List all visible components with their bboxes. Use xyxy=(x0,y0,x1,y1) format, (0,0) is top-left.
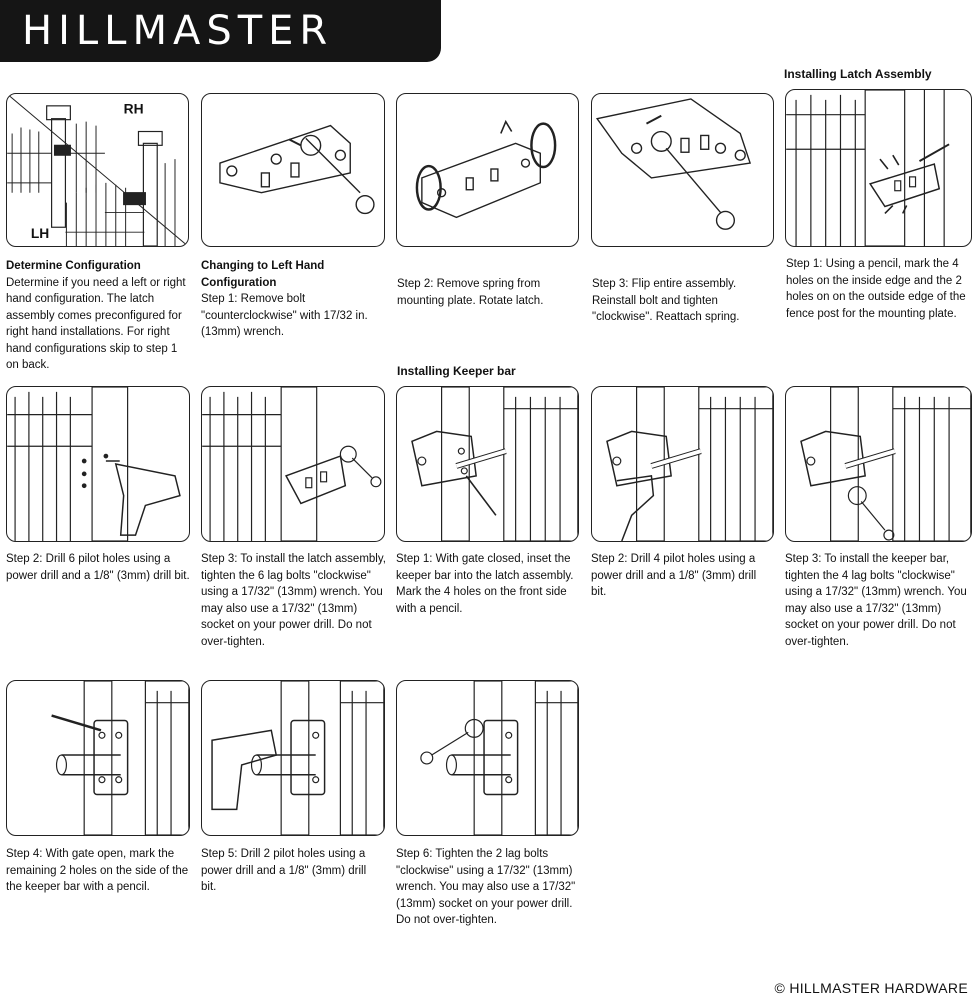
latch-step1-illustration xyxy=(785,89,972,247)
lh-step3-illustration xyxy=(591,93,774,247)
keeper-step5-illustration xyxy=(201,680,385,836)
lh-step2-illustration xyxy=(396,93,579,247)
keeper-step5-caption: Step 5: Drill 2 pilot holes using a powe… xyxy=(201,848,367,893)
keeper-step4-illustration xyxy=(6,680,190,836)
latch-step1-caption: Step 1: Using a pencil, mark the 4 holes… xyxy=(786,258,966,320)
keeper-step2-caption: Step 2: Drill 4 pilot holes using a powe… xyxy=(591,553,757,598)
config-text: Determine if you need a left or right ha… xyxy=(6,276,186,372)
lh-label: LH xyxy=(31,225,49,241)
lh-step3-caption: Step 3: Flip entire assembly. Reinstall … xyxy=(592,278,740,323)
copyright-footer: © HILLMASTER HARDWARE xyxy=(774,980,968,996)
brand-logo: HILLMASTER xyxy=(0,0,441,62)
keeper-step1-caption: Step 1: With gate closed, inset the keep… xyxy=(396,553,574,615)
keeper-step1-illustration xyxy=(396,386,579,542)
config-heading: Determine Configuration xyxy=(6,260,141,272)
latch-step2-illustration xyxy=(6,386,190,542)
latch-step2-caption: Step 2: Drill 6 pilot holes using a powe… xyxy=(6,553,190,582)
brand-name: HILLMASTER xyxy=(22,8,334,54)
keeper-step3-caption: Step 3: To install the keeper bar, tight… xyxy=(785,553,967,648)
section-title-latch: Installing Latch Assembly xyxy=(784,67,932,81)
config-illustration: RH LH xyxy=(6,93,189,247)
lh-step1-illustration xyxy=(201,93,385,247)
left-hand-heading: Changing to Left Hand Configuration xyxy=(201,260,325,289)
lh-step1-text: Step 1: Remove bolt "counterclockwise" w… xyxy=(201,293,368,338)
keeper-step2-illustration xyxy=(591,386,774,542)
keeper-step4-caption: Step 4: With gate open, mark the remaini… xyxy=(6,848,189,893)
latch-step3-illustration xyxy=(201,386,385,542)
latch-step3-caption: Step 3: To install the latch assembly, t… xyxy=(201,553,386,648)
lh-step1-caption: Changing to Left Hand Configuration Step… xyxy=(201,258,387,341)
rh-label: RH xyxy=(124,101,144,117)
keeper-step6-caption: Step 6: Tighten the 2 lag bolts "clockwi… xyxy=(396,848,576,926)
config-caption: Determine Configuration Determine if you… xyxy=(6,258,192,374)
keeper-step3-illustration xyxy=(785,386,972,542)
keeper-step6-illustration xyxy=(396,680,579,836)
lh-step2-caption: Step 2: Remove spring from mounting plat… xyxy=(397,278,544,307)
section-title-keeper: Installing Keeper bar xyxy=(397,364,516,378)
